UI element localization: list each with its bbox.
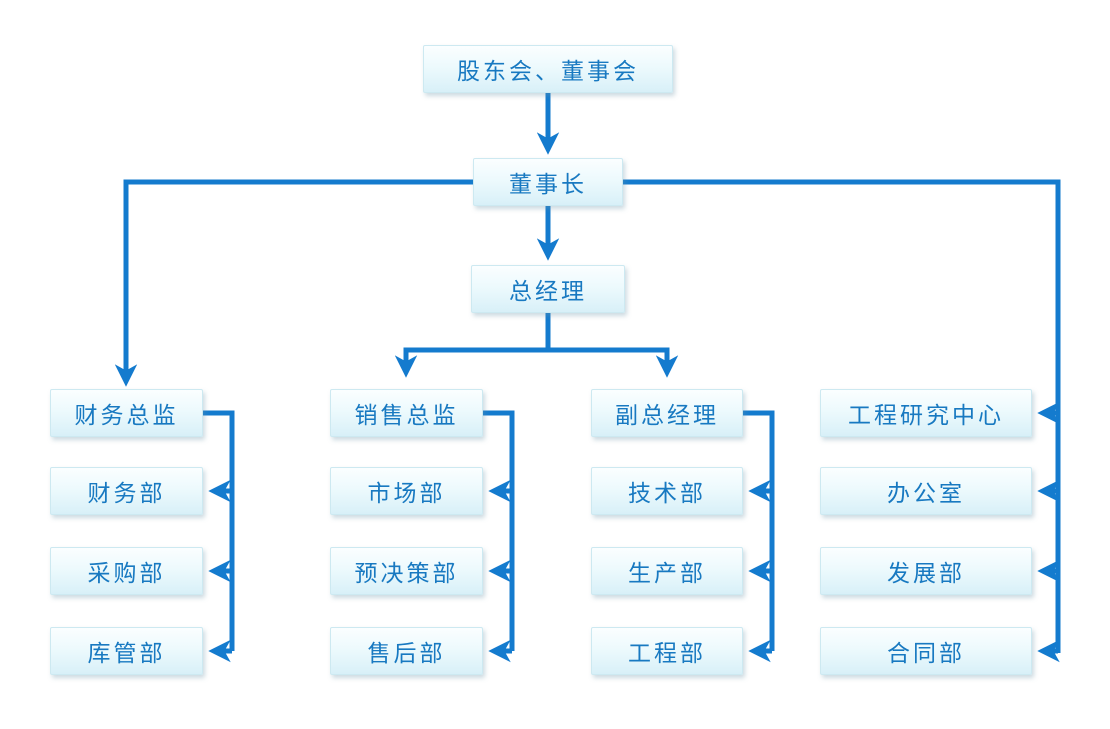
connector-gm-split <box>394 313 679 378</box>
node-development-dept: 发展部 <box>820 547 1032 595</box>
connector-finance-bracket <box>203 410 235 663</box>
node-finance-dept: 财务部 <box>50 467 203 515</box>
node-finance-director: 财务总监 <box>50 389 203 437</box>
node-deputy-general-manager: 副总经理 <box>591 389 743 437</box>
node-technology-dept: 技术部 <box>591 467 743 515</box>
node-shareholders-board: 股东会、董事会 <box>423 45 673 93</box>
node-general-manager: 总经理 <box>471 265 625 313</box>
node-pre-decision-dept: 预决策部 <box>330 547 483 595</box>
node-marketing-dept: 市场部 <box>330 467 483 515</box>
node-sales-director: 销售总监 <box>330 389 483 437</box>
connector-sales-bracket <box>483 410 515 663</box>
node-production-dept: 生产部 <box>591 547 743 595</box>
node-contract-dept: 合同部 <box>820 627 1032 675</box>
node-office: 办公室 <box>820 467 1032 515</box>
node-engineering-research-center: 工程研究中心 <box>820 389 1032 437</box>
connector-chairman-finance-director <box>114 179 475 387</box>
connector-deputy-bracket <box>743 410 775 663</box>
node-engineering-dept: 工程部 <box>591 627 743 675</box>
node-after-sales-dept: 售后部 <box>330 627 483 675</box>
connector-chairman-right-rail <box>621 179 1061 663</box>
node-warehouse-dept: 库管部 <box>50 627 203 675</box>
node-purchasing-dept: 采购部 <box>50 547 203 595</box>
node-chairman: 董事长 <box>473 158 623 206</box>
